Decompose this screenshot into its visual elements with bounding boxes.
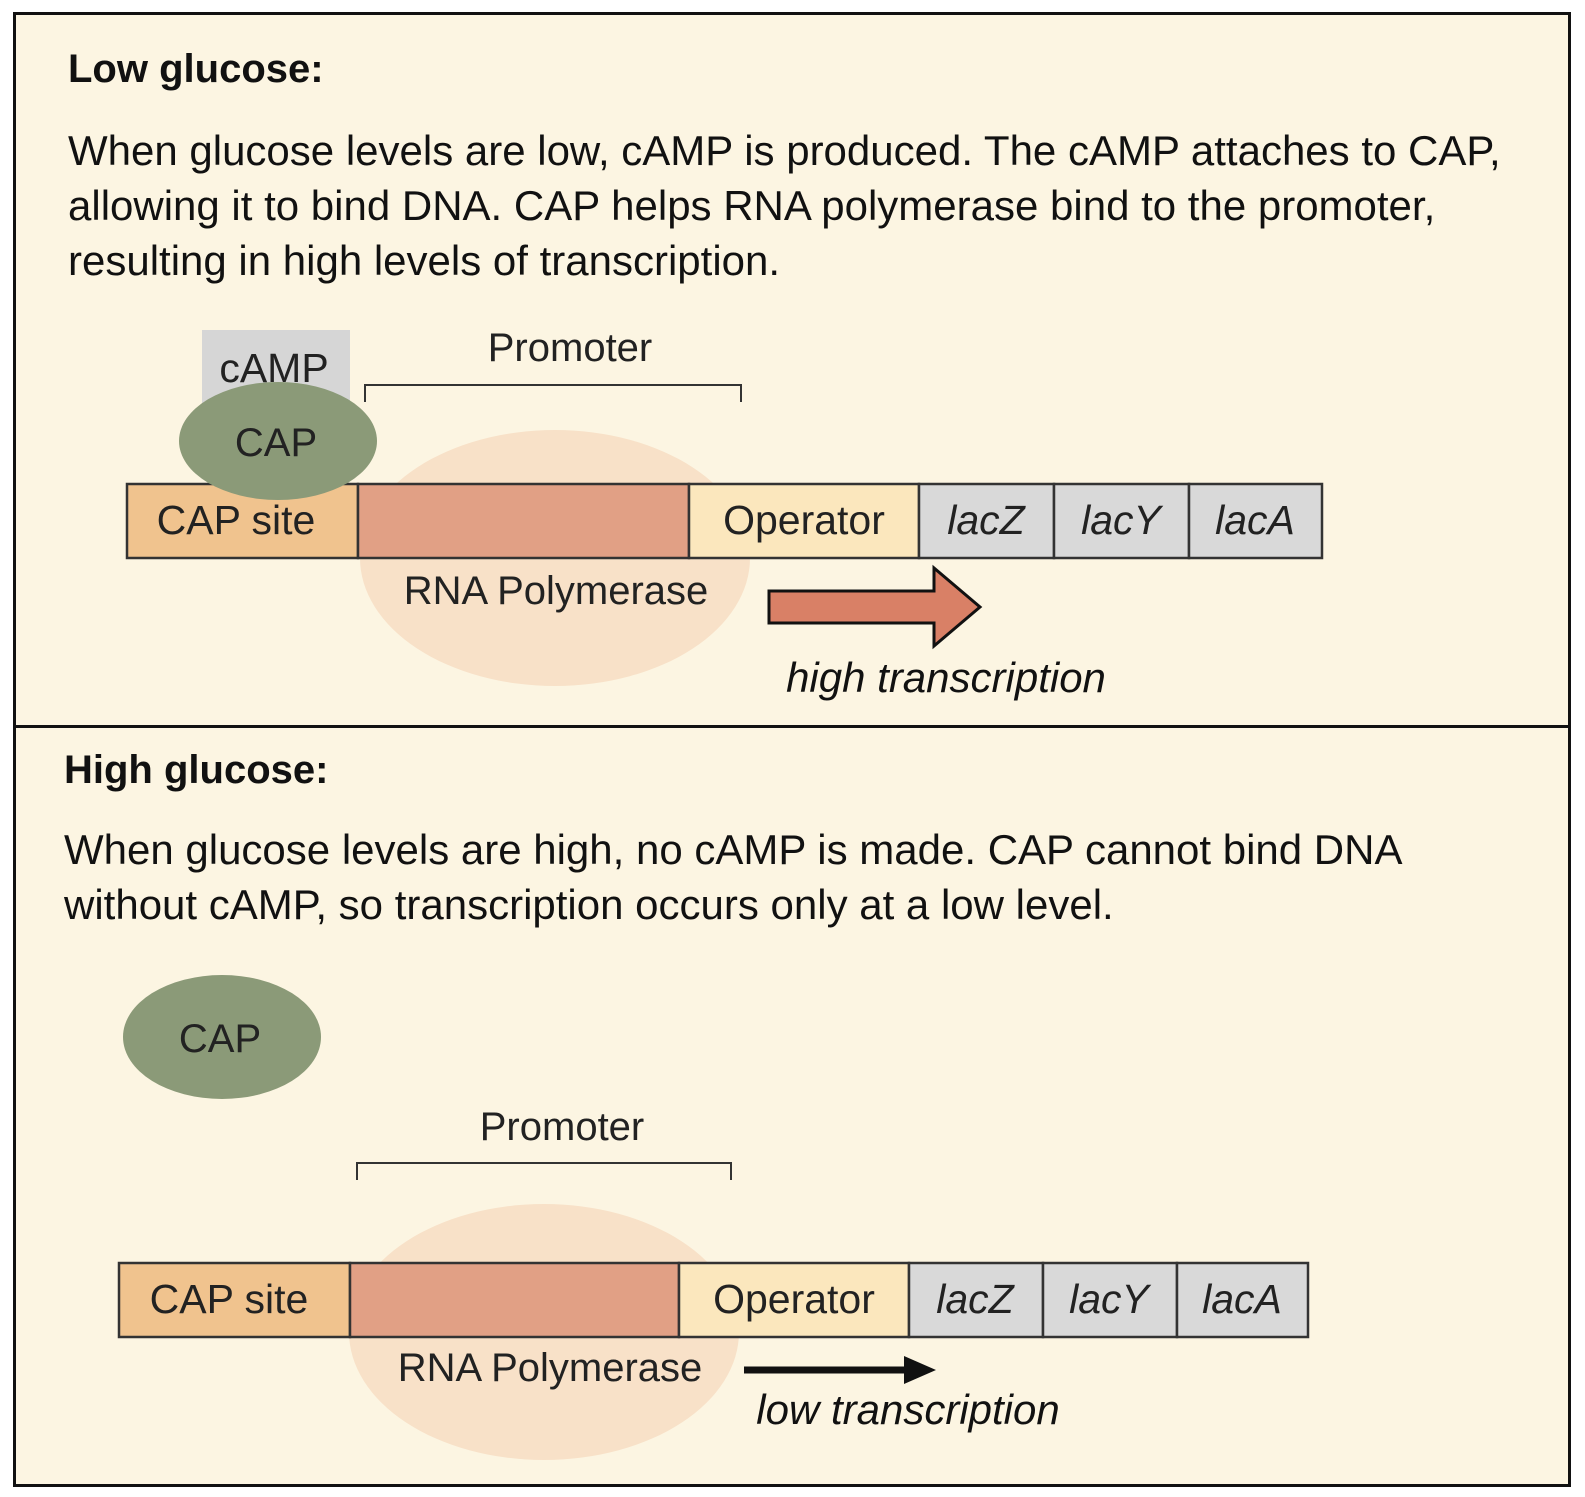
low-glucose-heading: Low glucose: — [68, 47, 324, 91]
lacz-label: lacZ — [947, 497, 1026, 543]
high-transcription-arrow — [767, 564, 983, 650]
cap-site-block — [117, 1261, 352, 1339]
high-glucose-diagram: CAP site Operator lacZ lacY lacA RNA Pol… — [117, 975, 1310, 1460]
laca-gene-block — [1187, 482, 1324, 560]
high-glucose-description: When glucose levels are high, no cAMP is… — [64, 826, 1401, 928]
lacy-label: lacY — [1069, 1276, 1151, 1322]
high-glucose-heading: High glucose: — [64, 748, 329, 792]
low-glucose-diagram: CAP site Operator lacZ lacY lacA RNA Pol… — [125, 326, 1324, 701]
lacz-label: lacZ — [936, 1276, 1015, 1322]
promoter-label: Promoter — [480, 1105, 645, 1149]
promoter-bracket — [356, 1162, 732, 1180]
cap-label: CAP — [235, 421, 317, 465]
cap-protein — [179, 382, 377, 500]
lacz-gene-block — [917, 482, 1056, 560]
operator-label: Operator — [713, 1276, 875, 1322]
lacy-label: lacY — [1081, 497, 1163, 543]
laca-label: lacA — [1202, 1276, 1282, 1322]
cap-label: CAP — [179, 1017, 261, 1061]
promoter-bracket — [364, 384, 742, 402]
promoter-block — [356, 482, 691, 560]
cap-protein — [123, 975, 321, 1099]
rna-polymerase-label: RNA Polymerase — [398, 1346, 703, 1390]
promoter-label: Promoter — [488, 326, 653, 370]
low-transcription-label: low transcription — [756, 1386, 1059, 1433]
low-glucose-description: When glucose levels are low, cAMP is pro… — [68, 127, 1501, 284]
laca-label: lacA — [1215, 497, 1295, 543]
rna-polymerase-label: RNA Polymerase — [404, 569, 709, 613]
high-transcription-label: high transcription — [786, 654, 1106, 701]
high-glucose-panel: High glucose: When glucose levels are hi… — [13, 725, 1571, 1487]
operator-block — [687, 482, 921, 560]
cap-site-label: CAP site — [150, 1276, 309, 1322]
low-transcription-arrow-head — [904, 1356, 936, 1384]
laca-gene-block — [1175, 1261, 1310, 1339]
promoter-block — [348, 1261, 681, 1339]
lacy-gene-block — [1052, 482, 1191, 560]
lacy-gene-block — [1041, 1261, 1179, 1339]
operator-label: Operator — [723, 497, 885, 543]
cap-site-label: CAP site — [157, 497, 316, 543]
